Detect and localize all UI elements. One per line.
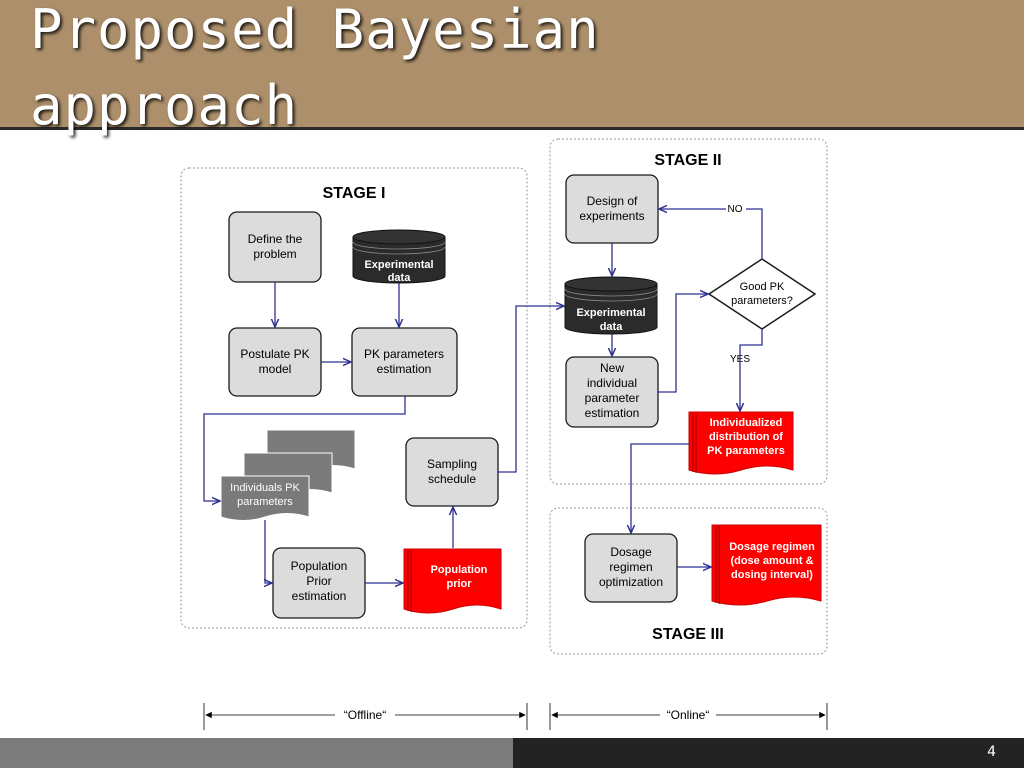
stage-2-container bbox=[549, 138, 828, 485]
dosage-regimen-document: Dosage regimen(dose amount &dosing inter… bbox=[711, 524, 822, 606]
arrow-individuals-to-population-estimation bbox=[265, 520, 272, 583]
stage-2-label: STAGE II bbox=[654, 152, 721, 169]
stage-1-container bbox=[180, 167, 528, 629]
footer-bar-left bbox=[0, 738, 513, 768]
online-timeline: “Online“ bbox=[549, 703, 828, 730]
arrow-new-estimation-to-decision bbox=[658, 294, 708, 393]
slide-header: Proposed Bayesian approach bbox=[0, 0, 1024, 137]
online-label: “Online“ bbox=[667, 708, 710, 722]
arrow-estimation-to-individuals bbox=[203, 396, 406, 501]
slide-title: Proposed Bayesian approach bbox=[30, 0, 600, 144]
title-line-2: approach bbox=[30, 74, 299, 137]
offline-timeline: “Offline“ bbox=[203, 703, 528, 730]
arrow-decision-yes-to-distribution bbox=[739, 329, 763, 366]
page-number: 4 bbox=[987, 744, 996, 760]
arrow-distribution-to-dosage-optimization bbox=[631, 443, 689, 533]
stage-3-label: STAGE III bbox=[652, 626, 724, 643]
footer-bar-right bbox=[513, 738, 1024, 768]
arrow-sampling-to-stage2-database bbox=[498, 306, 564, 473]
svg-text:Dosage regimen(dose amount &do: Dosage regimen(dose amount &dosing inter… bbox=[729, 541, 815, 581]
arrow-decision-no-to-design bbox=[746, 208, 763, 259]
no-label: NO bbox=[728, 204, 743, 215]
title-line-1: Proposed Bayesian bbox=[30, 0, 600, 61]
offline-label: “Offline“ bbox=[344, 708, 386, 722]
stage-1-label: STAGE I bbox=[323, 185, 386, 202]
